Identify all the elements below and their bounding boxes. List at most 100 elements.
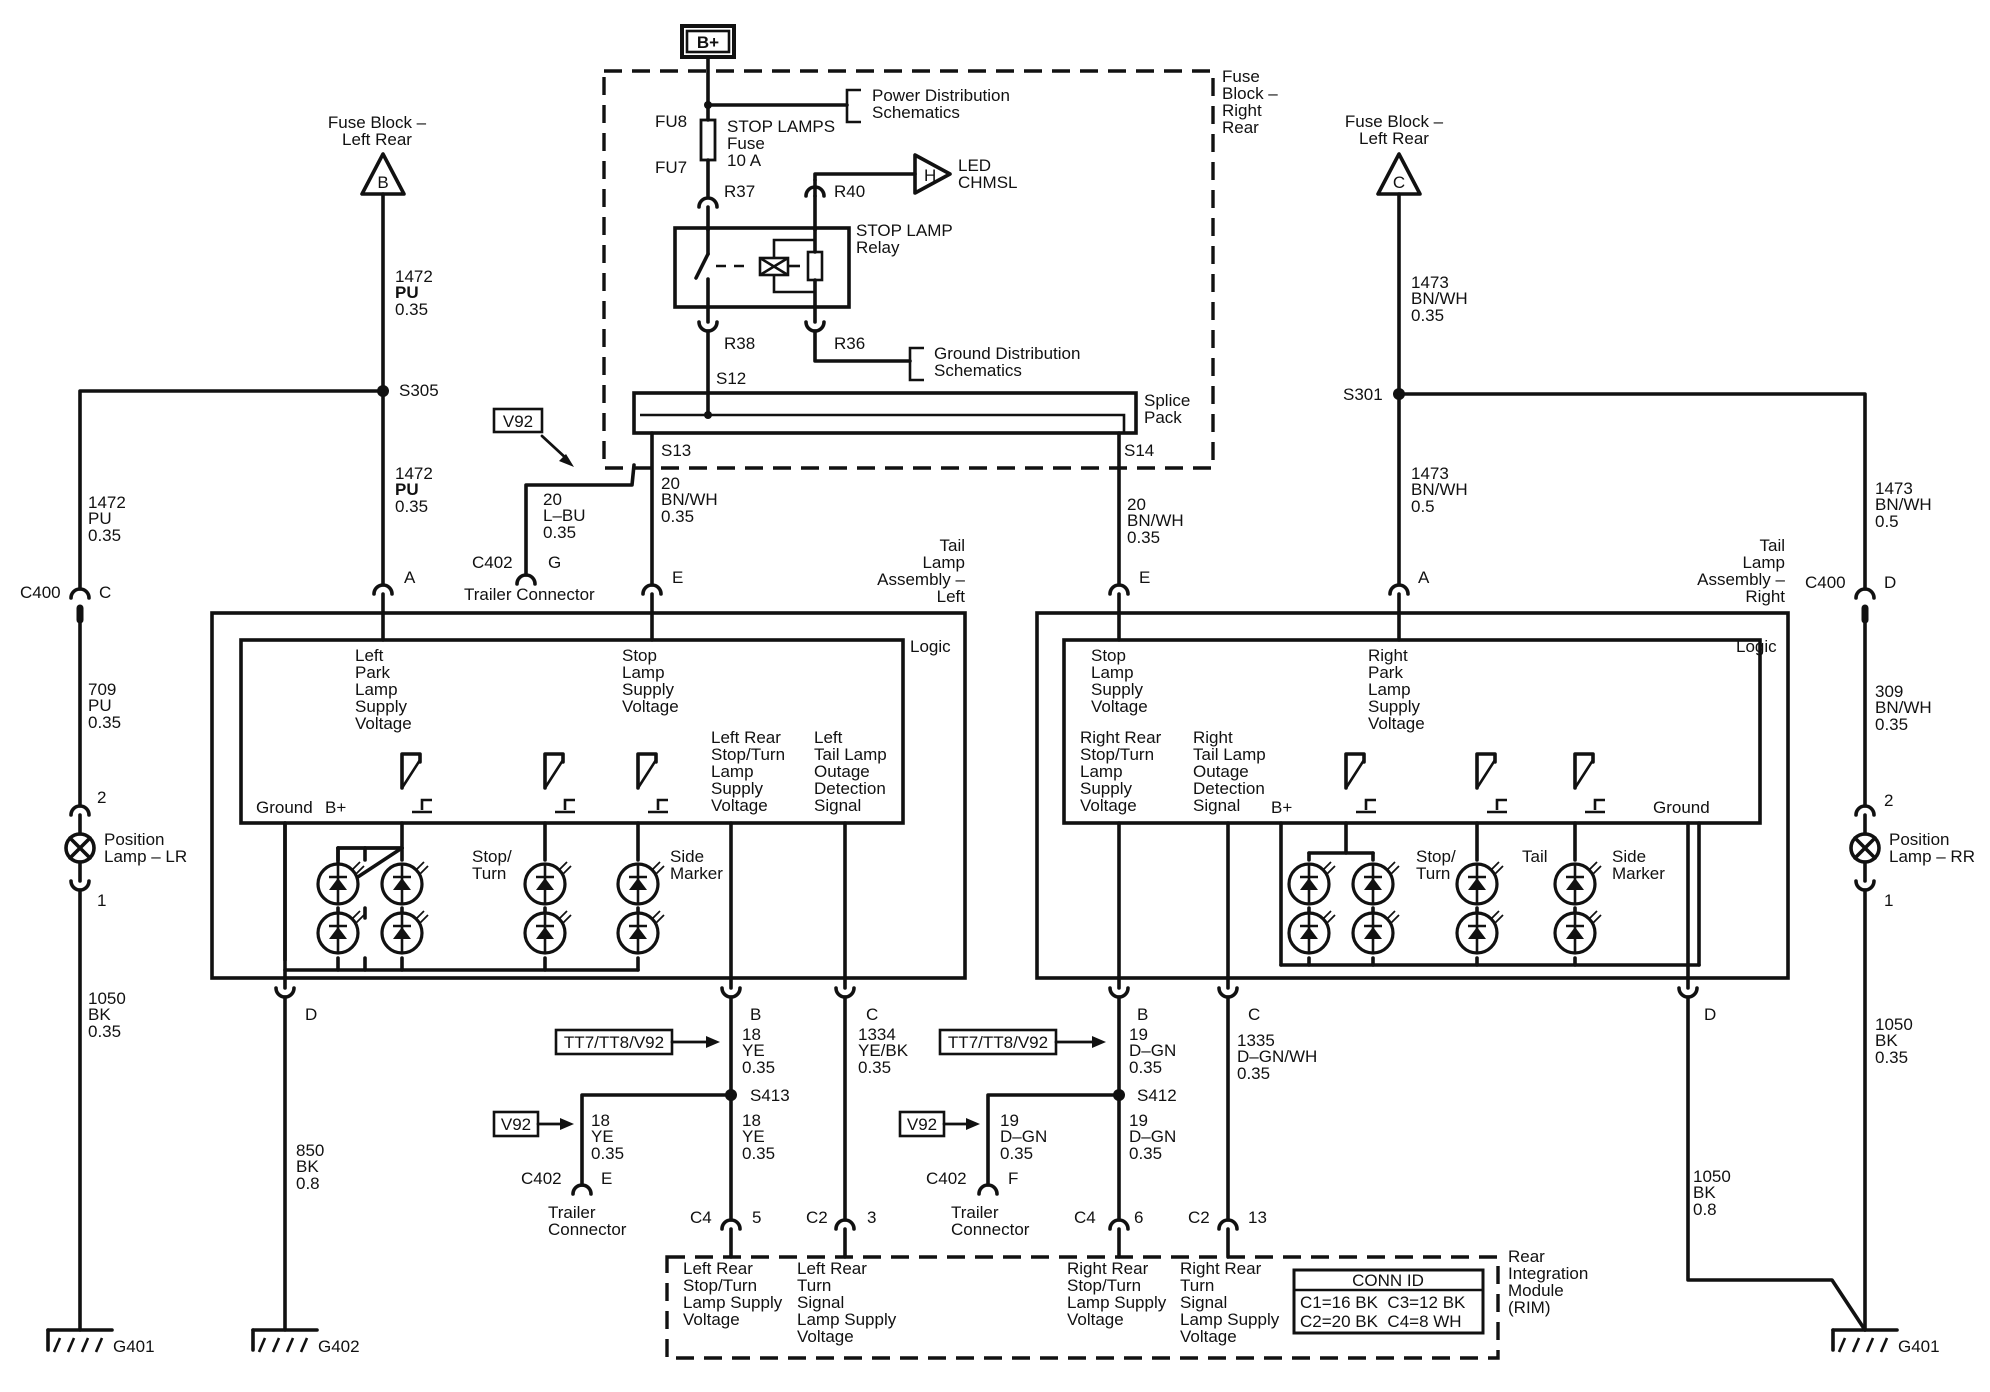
led-icon [523,910,572,955]
v92-tag-left [492,407,544,434]
svg-text:D: D [305,1005,317,1024]
conn-id-table: CONN ID C1=16 BK C3=12 BK C2=20 BK C4=8 … [1292,1268,1485,1335]
led-icon [1287,910,1336,955]
stop-turn-right-label: Stop/Turn [1416,847,1456,883]
svg-text:B: B [750,1005,761,1024]
led-icon [1351,910,1400,955]
svg-text:A: A [404,568,416,587]
svg-text:D: D [1884,573,1896,592]
svg-text:C2: C2 [1188,1208,1210,1227]
stop-lamps-fuse [699,118,717,162]
svg-text:S413: S413 [750,1086,790,1105]
led-icon [1287,861,1336,906]
position-lamp-rr [1849,832,1881,864]
svg-text:13: 13 [1248,1208,1267,1227]
svg-text:Ground: Ground [1653,798,1710,817]
svg-text:D: D [1704,1005,1716,1024]
led-icon [523,861,572,906]
svg-text:19D–GN0.35: 19D–GN0.35 [1129,1111,1176,1163]
svg-text:Ground: Ground [256,798,313,817]
svg-text:Logic: Logic [1736,637,1777,656]
stop-turn-left-label: Stop/Turn [472,847,512,883]
svg-text:B+: B+ [325,798,346,817]
svg-text:2: 2 [97,788,106,807]
svg-text:C400: C400 [1805,573,1846,592]
svg-text:V92: V92 [501,1115,531,1134]
svg-text:C: C [866,1005,878,1024]
svg-text:S12: S12 [716,369,746,388]
tail-lamp-left-logic-box [239,638,905,825]
ground-g401-left [46,1328,114,1353]
led-icon [316,861,365,906]
svg-text:G402: G402 [318,1337,360,1356]
svg-text:C400: C400 [20,583,61,602]
ground-g401-right [1831,1328,1899,1353]
tail-lamp-right-logic-box [1062,638,1762,825]
svg-text:G: G [548,553,561,572]
svg-text:R36: R36 [834,334,865,353]
fuse-block-left-rear-right-label: Fuse Block –Left Rear [1345,112,1444,148]
bplus-label: B+ [697,33,719,52]
led-icon [1351,861,1400,906]
svg-text:C: C [1248,1005,1260,1024]
ground-g402 [251,1328,319,1353]
led-icon [1553,910,1602,955]
svg-text:3: 3 [867,1208,876,1227]
svg-text:C402: C402 [521,1169,562,1188]
fuse-block-left-rear-label: Fuse Block –Left Rear [328,113,427,149]
svg-text:20L–BU0.35: 20L–BU0.35 [543,490,586,542]
svg-text:S305: S305 [399,381,439,400]
svg-text:E: E [1139,568,1150,587]
led-icon [616,910,665,955]
svg-text:C2: C2 [806,1208,828,1227]
led-icon [1553,861,1602,906]
svg-text:2: 2 [1884,791,1893,810]
svg-text:C: C [1393,173,1405,192]
svg-text:S14: S14 [1124,441,1154,460]
svg-text:CONN ID: CONN ID [1352,1271,1424,1290]
led-icon [380,861,429,906]
svg-text:C: C [99,583,111,602]
svg-text:C4: C4 [1074,1208,1096,1227]
svg-text:FU7: FU7 [655,158,687,177]
left-logic-switches [400,752,668,814]
svg-text:Trailer Connector: Trailer Connector [464,585,595,604]
svg-text:R37: R37 [724,182,755,201]
svg-text:19D–GN0.35: 19D–GN0.35 [1129,1025,1176,1077]
svg-text:B: B [1137,1005,1148,1024]
svg-text:Logic: Logic [910,637,951,656]
svg-text:V92: V92 [907,1115,937,1134]
svg-text:B: B [377,173,388,192]
